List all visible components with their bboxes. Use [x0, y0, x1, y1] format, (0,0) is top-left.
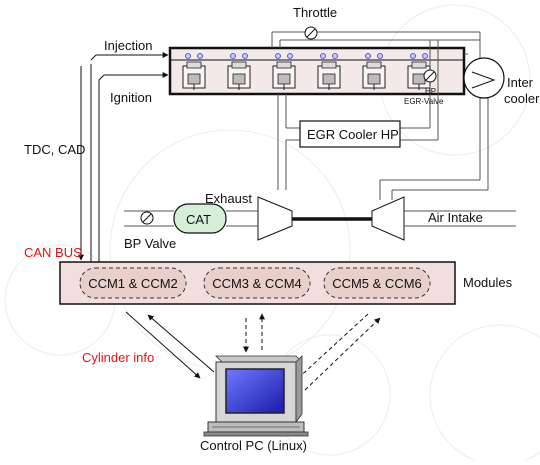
module-item: CCM3 & CCM4 — [203, 267, 311, 299]
egr-cooler-label: EGR Cooler HP — [307, 127, 399, 142]
exhaust-pipe — [124, 210, 258, 227]
hp-egr-label-line1: HP — [425, 87, 436, 96]
computer-icon — [203, 355, 309, 437]
tdc-cad-label: TDC, CAD — [24, 142, 85, 157]
injection-label: Injection — [104, 38, 152, 53]
air-intake-pipe — [404, 210, 516, 227]
cat-label: CAT — [186, 212, 211, 227]
module-label: CCM3 & CCM4 — [212, 276, 302, 291]
engine-block — [168, 46, 466, 96]
cylinder-icon — [182, 53, 206, 90]
intercooler-label-line2: cooler — [504, 91, 540, 106]
cylinder-icon — [272, 53, 296, 90]
injection-line — [90, 52, 169, 262]
intercooler-label-line1: Inter — [507, 75, 534, 90]
intercooler — [379, 32, 505, 200]
cylinder-row — [182, 53, 431, 90]
ignition-label: Ignition — [110, 90, 152, 105]
egr-cooler — [277, 94, 401, 190]
module-item: CCM5 & CCM6 — [323, 267, 431, 299]
modules-label: Modules — [463, 275, 513, 290]
cylinder-icon — [227, 53, 251, 90]
turbocharger — [257, 196, 405, 241]
cylinder-icon — [317, 53, 341, 90]
catalytic-converter — [173, 203, 227, 234]
can-bus-label: CAN BUS — [24, 245, 82, 260]
module-group: CCM1 & CCM2 CCM3 & CCM4 CCM5 & CCM6 — [79, 267, 431, 299]
air-intake-label: Air Intake — [428, 210, 483, 225]
module-item: CCM1 & CCM2 — [79, 267, 187, 299]
cylinder-info-label: Cylinder info — [82, 350, 154, 365]
exhaust-label: Exhaust — [205, 191, 252, 206]
module-label: CCM1 & CCM2 — [88, 276, 178, 291]
cylinder-icon — [362, 53, 386, 90]
throttle-valve — [271, 26, 480, 48]
hp-egr-valve — [400, 40, 439, 141]
hp-egr-label-line2: EGR-Valve — [404, 97, 444, 106]
module-label: CCM5 & CCM6 — [332, 276, 422, 291]
bp-valve-label: BP Valve — [124, 236, 176, 251]
ignition-line — [98, 72, 169, 262]
throttle-label: Throttle — [293, 5, 337, 20]
control-pc-label: Control PC (Linux) — [200, 438, 307, 453]
communication-arrows — [125, 311, 381, 391]
